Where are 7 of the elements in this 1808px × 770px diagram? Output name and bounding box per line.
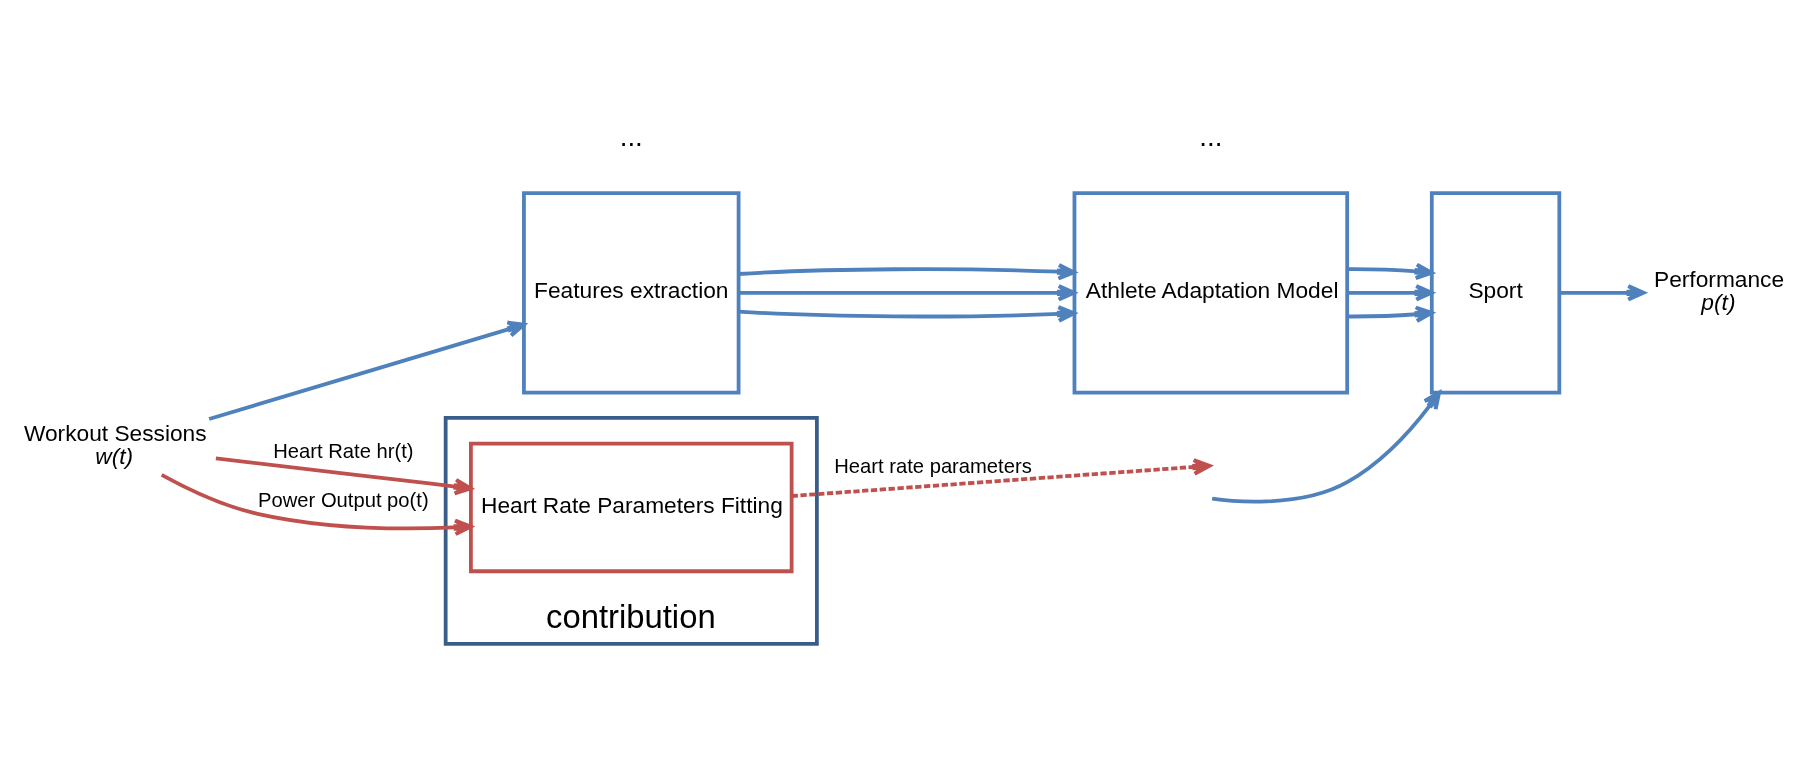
node-text: Workout Sessions w(t) xyxy=(23,420,207,469)
label: ... xyxy=(1199,120,1223,152)
edge-label: Power Output po(t) xyxy=(258,489,429,512)
node-text: Performance p(t) xyxy=(1654,266,1785,315)
label: ... xyxy=(619,120,643,152)
edge-label: Heart rate parameters xyxy=(834,455,1032,478)
edge-label: Heart Rate hr(t) xyxy=(273,439,414,462)
